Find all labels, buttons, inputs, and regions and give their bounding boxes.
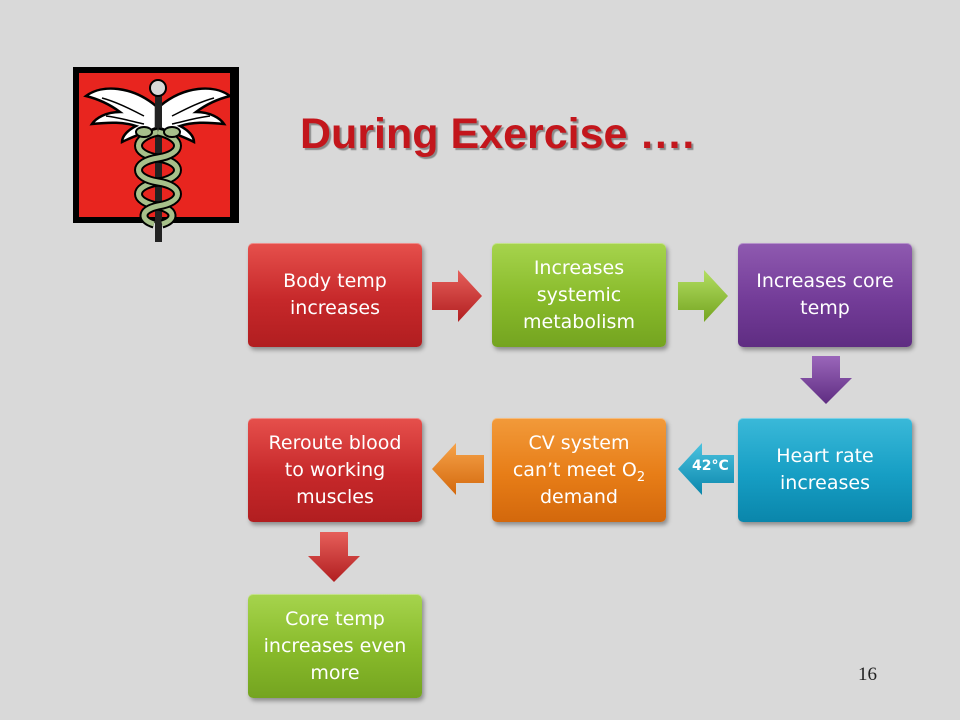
box-reroute-line-2: to working bbox=[284, 458, 386, 481]
box-core-temp-increases-even-more: Core temp increases even more bbox=[248, 594, 422, 698]
box-cv-line-2-text: can’t meet O bbox=[512, 458, 637, 481]
slide-page-number: 16 bbox=[858, 664, 877, 685]
temperature-label: 42°C bbox=[692, 458, 729, 474]
box-cv-line-1: CV system bbox=[528, 431, 630, 454]
box-core-temp-line-2: temp bbox=[800, 297, 850, 319]
arrow-right-green bbox=[678, 270, 728, 322]
slide-title: During Exercise …. bbox=[300, 110, 695, 158]
arrow-right-red bbox=[432, 270, 482, 322]
box-core-more-line-2: increases even bbox=[263, 634, 407, 657]
box-cv-line-2: can’t meet O2 bbox=[513, 457, 645, 484]
box-metabolism-line-1: Increases bbox=[533, 256, 625, 279]
arrow-down-purple bbox=[800, 356, 852, 404]
box-cv-subscript: 2 bbox=[636, 469, 646, 485]
box-core-temp-line-1: Increases core bbox=[756, 270, 894, 292]
box-heart-rate-line-2: increases bbox=[780, 472, 870, 494]
box-reroute-blood: Reroute blood to working muscles bbox=[248, 418, 422, 522]
box-increases-core-temp: Increases core temp bbox=[738, 243, 912, 347]
box-core-more-line-3: more bbox=[310, 661, 360, 684]
box-reroute-line-3: muscles bbox=[296, 485, 374, 508]
arrow-down-red bbox=[308, 532, 360, 582]
arrow-left-orange bbox=[432, 443, 484, 495]
box-cv-system: CV system can’t meet O2 demand bbox=[492, 418, 666, 522]
box-body-temp-increases: Body temp increases bbox=[248, 243, 422, 347]
box-body-temp-line-2: increases bbox=[290, 297, 380, 319]
box-reroute-line-1: Reroute blood bbox=[268, 431, 402, 454]
arrow-left-cyan bbox=[678, 443, 734, 495]
box-cv-line-3: demand bbox=[539, 485, 618, 508]
caduceus-icon bbox=[73, 67, 239, 242]
box-heart-rate-line-1: Heart rate bbox=[776, 445, 874, 467]
box-body-temp-line-1: Body temp bbox=[283, 270, 387, 292]
box-heart-rate-increases: Heart rate increases bbox=[738, 418, 912, 522]
box-increases-systemic-metabolism: Increases systemic metabolism bbox=[492, 243, 666, 347]
box-core-more-line-1: Core temp bbox=[285, 607, 385, 630]
box-metabolism-line-2: systemic bbox=[536, 283, 622, 306]
box-metabolism-line-3: metabolism bbox=[523, 310, 635, 333]
